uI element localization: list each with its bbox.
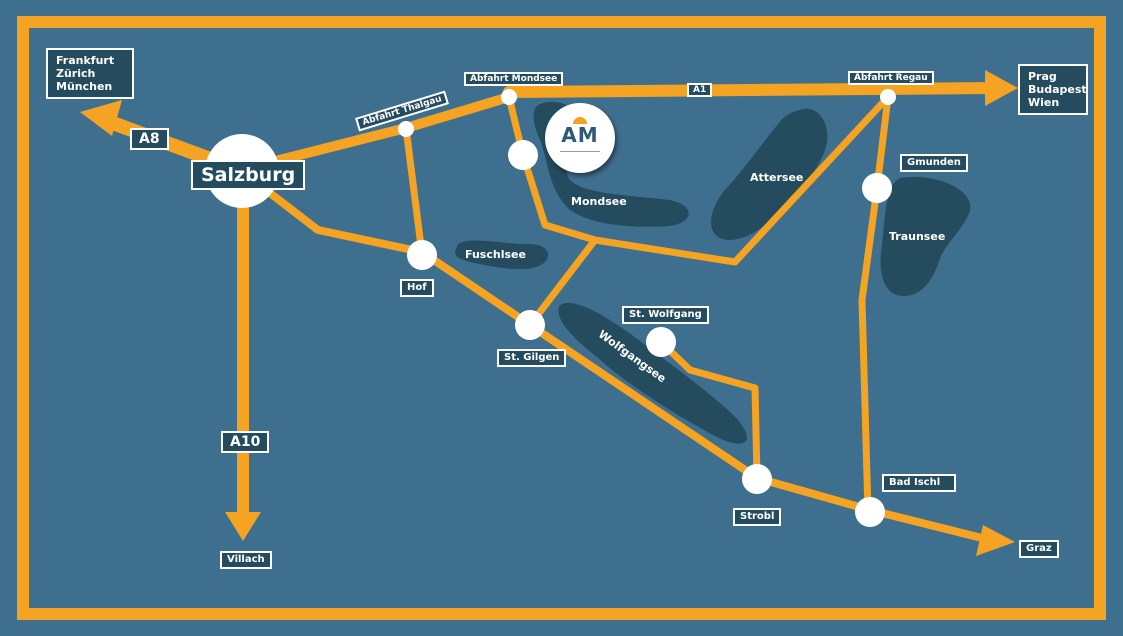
arrow-a8 [80,100,122,136]
arrow-graz [976,525,1015,556]
node-mondsee-exit [501,89,517,105]
place-label-strobl: Strobl [733,508,782,526]
place-label-st-wolfgang: St. Wolfgang [622,306,709,324]
lake-label-attersee: Attersee [750,171,804,184]
exit-label-regau: Abfahrt Regau [848,71,934,85]
road-stgilgen-north [526,236,599,329]
a1-road [503,82,1001,98]
arrowheads [80,70,1018,556]
destination-southeast: Graz [1019,540,1059,558]
arrow-a10-south [225,512,261,541]
lake-attersee-shape [711,108,828,240]
map-frame [17,16,1106,620]
node-st-wolfgang [646,327,676,357]
lake-label-traunsee: Traunsee [889,230,946,243]
road-stwolfgang-strobl [657,338,761,482]
place-label-hof: Hof [400,279,434,297]
node-strobl [742,464,772,494]
lakes [455,101,971,444]
mountain-sun-logo: AM [545,103,615,173]
destination-northwest: Frankfurt Zürich München [46,48,134,99]
sun-icon [573,117,587,124]
place-label-bad-ischl: Bad Ischl [882,474,956,492]
lake-label-fuschlsee: Fuschlsee [465,248,526,261]
logo-text: AM [561,123,599,147]
lake-traunsee-shape [880,176,971,297]
place-label-gmunden: Gmunden [900,154,968,172]
road-label-a10: A10 [221,431,270,453]
exit-label-mondsee: Abfahrt Mondsee [464,72,564,86]
node-hof [407,240,437,270]
place-label-salzburg: Salzburg [191,160,306,190]
road-label-a1: A1 [687,83,713,97]
node-mondsee [508,140,538,170]
road-label-a8: A8 [130,128,169,150]
node-bad-ischl [855,497,885,527]
place-label-st-gilgen: St. Gilgen [497,349,567,367]
road-regau-badischl [858,93,892,516]
node-regau-exit [880,89,896,105]
node-gmunden [862,173,892,203]
lake-wolfgangsee-shape [558,302,747,444]
lake-fuschlsee-shape [455,240,549,270]
node-thalgau [398,121,414,137]
destination-east: Prag Budapest Wien [1018,64,1088,115]
destination-south: Villach [220,551,272,569]
arrow-a1-east [985,70,1018,106]
lake-label-mondsee: Mondsee [571,195,627,208]
logo-underline-icon [545,150,615,154]
node-st-gilgen [515,310,545,340]
road-thalgau-hof [402,124,426,258]
